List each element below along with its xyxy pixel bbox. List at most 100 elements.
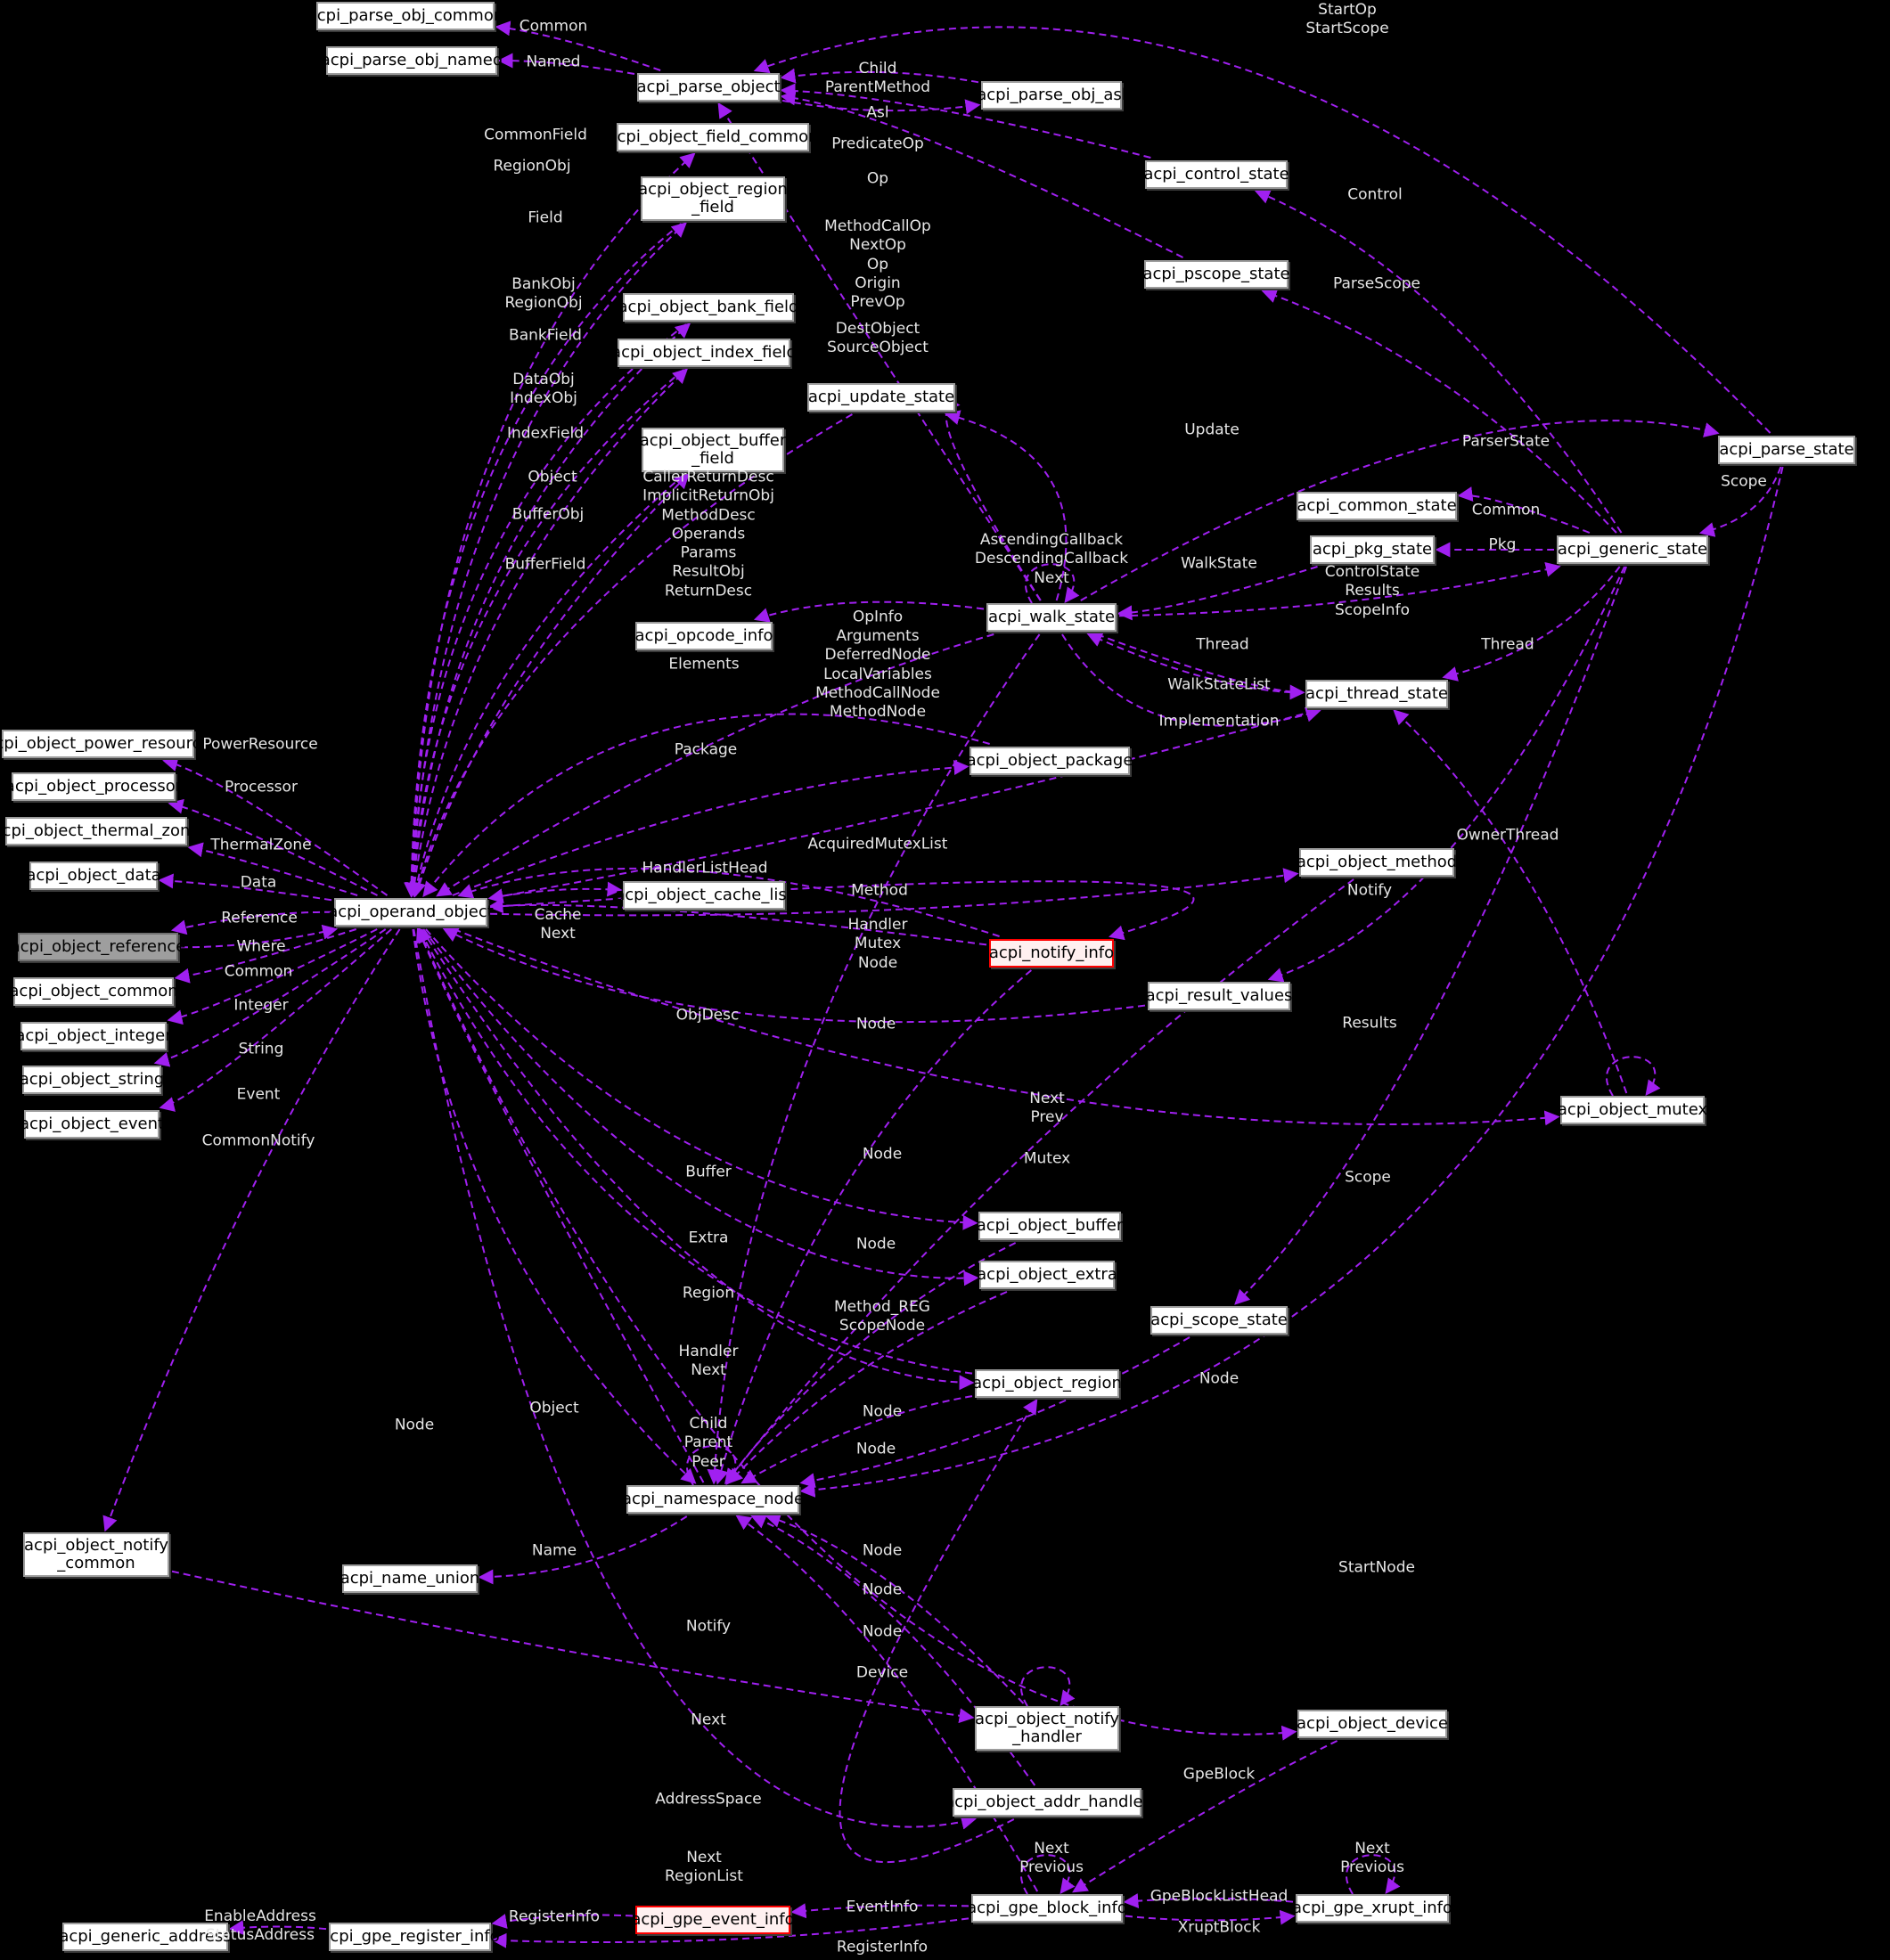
node-addr_handler[interactable]: acpi_object_addr_handler (945, 1788, 1150, 1817)
node-thread_state[interactable]: acpi_thread_state (1305, 680, 1448, 708)
edge-label-region_field-operand_object: RegionObj (493, 157, 571, 176)
edge-walk_state-operand_object (436, 633, 994, 897)
node-processor[interactable]: acpi_object_processor (5, 772, 182, 801)
edge-operand_object-processor (168, 798, 378, 896)
node-object_buffer[interactable]: acpi_object_buffer (977, 1212, 1123, 1240)
node-object_device[interactable]: acpi_object_device (1297, 1710, 1448, 1738)
edge-label-operand_object-object_common: Common (224, 962, 293, 981)
edge-operand_object-object_buffer (425, 928, 978, 1230)
node-update_state[interactable]: acpi_update_state (807, 383, 955, 412)
edge-notify_info-operand_object (457, 867, 1000, 937)
node-walk_state[interactable]: acpi_walk_state (986, 603, 1117, 632)
node-cache_list[interactable]: acpi_object_cache_list (615, 881, 793, 910)
edge-label-operand_object-object_event: Event (236, 1085, 281, 1104)
node-generic_state[interactable]: acpi_generic_state (1557, 535, 1708, 564)
node-common_state[interactable]: acpi_common_state (1297, 492, 1457, 520)
node-namespace_node[interactable]: acpi_namespace_node (622, 1485, 804, 1514)
edge-operand_object-object_mutex (454, 928, 1560, 1126)
node-generic_address[interactable]: acpi_generic_address (59, 1923, 232, 1951)
node-control_state[interactable]: acpi_control_state (1143, 160, 1289, 189)
node-parse_state[interactable]: acpi_parse_state (1718, 436, 1855, 464)
edge-label-result_values-operand_object: ObjDesc (675, 1006, 740, 1025)
node-gpe_register_info[interactable]: acpi_gpe_register_info (320, 1923, 500, 1951)
node-object_event[interactable]: acpi_object_event (20, 1110, 164, 1139)
edge-pscope_state-parse_object (780, 90, 1183, 258)
edge-label-parse_state-namespace_node: StartNode (1338, 1558, 1415, 1577)
edge-label-update_state-operand_object: Object (528, 468, 577, 486)
node-gpe_block_info[interactable]: acpi_gpe_block_info (967, 1894, 1127, 1923)
node-parse_object[interactable]: acpi_parse_object (636, 73, 781, 102)
edge-operand_object-object_integer (167, 928, 378, 1025)
node-object_method[interactable]: acpi_object_method (1297, 848, 1457, 877)
edge-label-bank_field-operand_object: BankObj RegionObj (504, 274, 583, 312)
edge-label-object_extra-namespace_node: Method_REG ScopeNode (834, 1297, 930, 1335)
node-notify_info[interactable]: acpi_notify_info (989, 939, 1114, 968)
node-power_resource[interactable]: acpi_object_power_resource (0, 730, 211, 758)
edge-label-gpe_block_info-namespace_node: Node (862, 1622, 903, 1641)
edge-label-addr_handler-namespace_node: Node (862, 1580, 903, 1599)
edge-label-parse_object-parse_obj_named: Named (526, 53, 581, 71)
edge-pkg_state-walk_state (1117, 566, 1318, 621)
node-object_data[interactable]: acpi_object_data (26, 862, 161, 890)
edge-operand_object-object_package (452, 760, 970, 896)
edge-label-operand_object-notify_common: CommonNotify (201, 1131, 315, 1150)
edge-label-operand_object-object_region: Region (682, 1284, 735, 1303)
node-object_common[interactable]: acpi_object_common (9, 977, 178, 1006)
edge-label-walk_state-walk_state: AscendingCallback DescendingCallback Nex… (974, 531, 1129, 587)
node-opcode_info[interactable]: acpi_opcode_info (635, 622, 773, 650)
edge-label-operand_object-power_resource: PowerResource (202, 735, 318, 754)
edge-label-gpe_block_info-gpe_block_info: Next Previous (1019, 1839, 1084, 1876)
node-object_extra[interactable]: acpi_object_extra (977, 1261, 1117, 1289)
edge-label-walk_state-update_state: Update (1184, 421, 1240, 439)
node-bank_field[interactable]: acpi_object_bank_field (618, 293, 798, 322)
edge-operand_object-cache_list (489, 881, 623, 900)
edge-label-operand_object-index_field: IndexField (506, 424, 585, 443)
edge-label-thread_state-walk_state: WalkStateList (1167, 675, 1271, 694)
node-parse_obj_named[interactable]: acpi_parse_obj_named (321, 46, 503, 75)
edge-operand_object-object_extra (422, 928, 979, 1286)
node-result_values[interactable]: acpi_result_values (1146, 982, 1292, 1010)
node-pscope_state[interactable]: acpi_pscope_state (1142, 260, 1290, 289)
node-field_common[interactable]: acpi_object_field_common (607, 123, 819, 151)
node-parse_obj_common[interactable]: acpi_parse_obj_common (307, 2, 503, 30)
edge-label-operand_object-object_reference: Reference (221, 909, 298, 927)
node-pkg_state[interactable]: acpi_pkg_state (1310, 535, 1435, 564)
node-object_reference[interactable]: acpi_object_reference (11, 933, 185, 961)
node-region_field[interactable]: acpi_object_region _field (638, 176, 788, 221)
edge-object_region-namespace_node (740, 1395, 973, 1484)
edge-label-operand_object-notify_info: Notify (1346, 881, 1393, 900)
edge-label-buffer_field-operand_object: BufferObj (511, 505, 585, 524)
node-buffer_field[interactable]: acpi_object_buffer _field (640, 428, 786, 472)
node-thermal_zone[interactable]: acpi_object_thermal_zone (0, 817, 200, 845)
node-operand_object[interactable]: acpi_operand_object (328, 898, 494, 927)
node-object_mutex[interactable]: acpi_object_mutex (1558, 1096, 1707, 1124)
node-index_field[interactable]: acpi_object_index_field (611, 339, 797, 367)
edge-notify_info-namespace_node (714, 969, 1032, 1485)
edge-label-generic_state-common_state: Common (1471, 501, 1541, 519)
edge-label-parse_object-parse_obj_asl: Asl (866, 103, 889, 122)
edge-label-object_package-operand_object: Elements (668, 655, 740, 674)
edge-label-object_buffer-namespace_node: Node (855, 1235, 896, 1254)
edge-generic_state-pscope_state (1261, 288, 1617, 534)
node-gpe_event_info[interactable]: acpi_gpe_event_info (631, 1906, 795, 1934)
node-object_integer[interactable]: acpi_object_integer (15, 1022, 172, 1050)
edge-object_region-operand_object (418, 927, 973, 1375)
node-notify_common[interactable]: acpi_object_notify _common (23, 1532, 169, 1577)
edge-label-namespace_node-operand_object: Object (529, 1399, 579, 1417)
edge-label-pscope_state-parse_object: Op (866, 169, 889, 188)
edge-label-gpe_block_info-gpe_event_info: EventInfo (846, 1898, 919, 1916)
edge-generic_state-control_state (1254, 189, 1623, 534)
node-name_union[interactable]: acpi_name_union (340, 1564, 479, 1593)
node-object_package[interactable]: acpi_object_package (967, 747, 1133, 775)
node-notify_handler[interactable]: acpi_object_notify _handler (975, 1706, 1119, 1751)
node-object_string[interactable]: acpi_object_string (20, 1066, 164, 1094)
node-parse_obj_asl[interactable]: acpi_parse_obj_asl (977, 81, 1126, 110)
edge-label-operand_object-object_string: String (238, 1040, 284, 1058)
edge-walk_state-update_state (944, 410, 1068, 601)
node-object_region[interactable]: acpi_object_region (972, 1369, 1122, 1398)
edge-generic_state-thread_state (1442, 566, 1621, 682)
node-gpe_xrupt_info[interactable]: acpi_gpe_xrupt_info (1292, 1894, 1452, 1923)
node-scope_state[interactable]: acpi_scope_state (1150, 1306, 1288, 1335)
edge-label-notify_info-operand_object: Handler Mutex Node (847, 916, 908, 972)
edge-label-generic_state-result_values: Results (1342, 1014, 1397, 1033)
